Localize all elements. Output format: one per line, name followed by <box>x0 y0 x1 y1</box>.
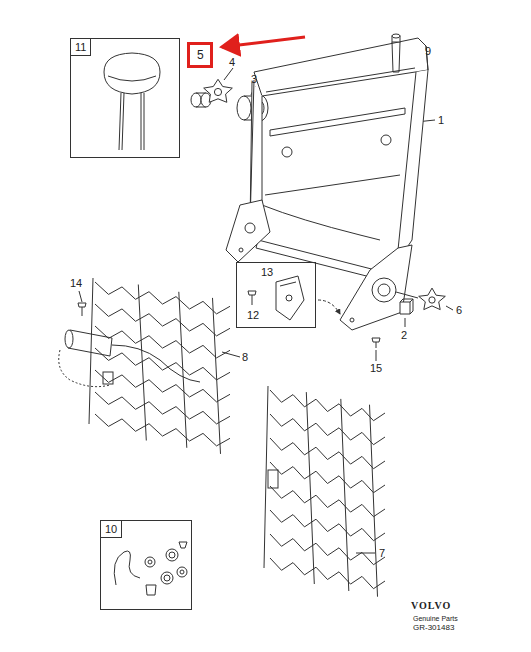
callout-number: 6 <box>456 304 462 316</box>
callout-number: 2 <box>401 329 407 341</box>
callout-number: 9 <box>425 45 431 57</box>
brand-text: GR-301483 <box>413 623 454 633</box>
callout-number: 8 <box>242 351 248 363</box>
callout-number: 7 <box>379 547 385 559</box>
callout-number: 3 <box>251 73 257 85</box>
callout-box: 10 <box>100 520 192 610</box>
callout-number: 10 <box>100 520 122 538</box>
callout-box: 11 <box>70 38 180 158</box>
callout-number: 14 <box>70 277 82 289</box>
callout-number: 4 <box>229 56 235 68</box>
callout-number: 13 <box>261 266 273 278</box>
callout-number: 11 <box>70 38 91 56</box>
brand-text: VOLVO <box>411 600 451 612</box>
brand-text: Genuine Parts <box>413 614 458 623</box>
callout-number: 5 <box>197 49 204 61</box>
callout-box: 5 <box>187 42 213 68</box>
callout-number: 12 <box>247 309 259 321</box>
callout-box: 13 12 <box>236 262 316 328</box>
callout-number: 15 <box>370 362 382 374</box>
callout-number: 1 <box>438 114 444 126</box>
